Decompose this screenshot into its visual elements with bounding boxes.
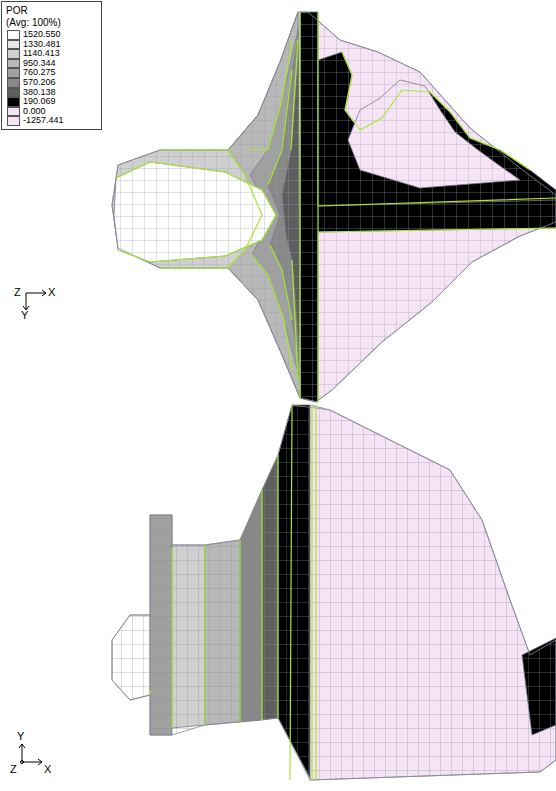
legend-value: 1140.413 bbox=[23, 48, 60, 58]
legend-value: 950.344 bbox=[23, 58, 56, 68]
legend-swatch bbox=[7, 88, 20, 98]
axis-label: Z bbox=[14, 287, 21, 298]
bottom-view-mesh bbox=[112, 405, 556, 780]
axis-label: Y bbox=[17, 731, 24, 742]
legend-swatch bbox=[7, 68, 20, 78]
legend-value: 190.069 bbox=[23, 96, 56, 106]
legend-swatch bbox=[7, 59, 20, 69]
axis-label: X bbox=[48, 287, 55, 298]
legend-swatch bbox=[7, 97, 20, 107]
legend-subtitle: (Avg: 100%) bbox=[6, 17, 61, 28]
legend-title: POR bbox=[6, 5, 28, 16]
axis-label: Y bbox=[21, 310, 28, 321]
legend-frame bbox=[2, 2, 102, 130]
legend-swatch bbox=[7, 78, 20, 88]
legend-swatch bbox=[7, 116, 20, 126]
axis-triad bbox=[23, 290, 46, 310]
legend-value: -1257.441 bbox=[23, 115, 64, 125]
axis-triad bbox=[19, 744, 42, 765]
legend-value: 570.206 bbox=[23, 77, 56, 87]
legend-value: 0.000 bbox=[23, 106, 46, 116]
legend-value: 380.138 bbox=[23, 87, 56, 97]
legend-swatch bbox=[7, 40, 20, 50]
legend-value: 760.275 bbox=[23, 67, 56, 77]
top-view-mesh bbox=[112, 12, 556, 402]
legend-value: 1330.481 bbox=[23, 39, 61, 49]
legend-value: 1520.550 bbox=[23, 29, 61, 39]
legend-swatch bbox=[7, 49, 20, 59]
legend-swatch bbox=[7, 30, 20, 40]
legend-swatch bbox=[7, 107, 20, 117]
axis-label: X bbox=[44, 764, 51, 775]
axis-label: Z bbox=[10, 764, 17, 775]
